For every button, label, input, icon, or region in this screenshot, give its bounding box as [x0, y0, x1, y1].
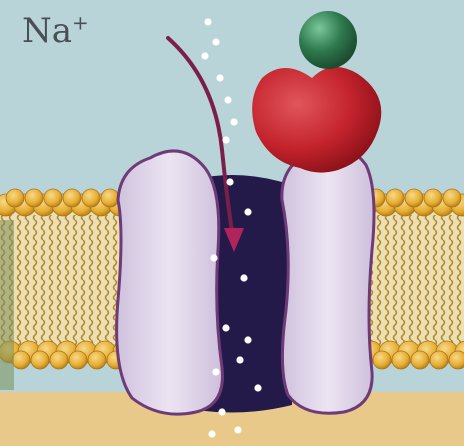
lipid-head-upper [6, 189, 24, 207]
lipid-head-upper [424, 189, 442, 207]
lipid-head-upper [82, 189, 100, 207]
lipid-head-lower [50, 351, 68, 369]
sodium-ion [201, 52, 208, 59]
ion-label: Na+ [22, 14, 89, 48]
lipid-head-lower [69, 351, 87, 369]
lipid-head-lower [31, 351, 49, 369]
sodium-ion [254, 384, 261, 391]
sodium-ion [208, 430, 215, 437]
sodium-ion [240, 274, 247, 281]
lipid-head-lower [411, 351, 429, 369]
ion-symbol: Na [22, 11, 72, 51]
lipid-head-upper [443, 189, 461, 207]
lipid-head-upper [63, 189, 81, 207]
sodium-ion [224, 96, 231, 103]
lipid-head-upper [44, 189, 62, 207]
ion-charge: + [72, 11, 89, 35]
sodium-ion [226, 178, 233, 185]
lipid-head-upper [25, 189, 43, 207]
sodium-ion [234, 426, 241, 433]
sodium-ion [222, 324, 229, 331]
sodium-ion [244, 208, 251, 215]
sodium-ion [210, 254, 217, 261]
channel-subunit-left [117, 151, 223, 414]
sodium-ion [244, 336, 251, 343]
sodium-ion [212, 368, 219, 375]
lipid-head-lower [12, 351, 30, 369]
lipid-head-upper [101, 189, 119, 207]
lipid-head-upper [405, 189, 423, 207]
sodium-ion [218, 408, 225, 415]
sodium-ion [230, 118, 237, 125]
sodium-ion [222, 136, 229, 143]
sodium-ion [204, 18, 211, 25]
lipid-head-lower [449, 351, 464, 369]
lipid-head-lower [373, 351, 391, 369]
lipid-head-lower [88, 351, 106, 369]
sodium-ion [212, 38, 219, 45]
sodium-ion [216, 74, 223, 81]
membrane-edge-shade [0, 220, 14, 390]
lipid-head-lower [430, 351, 448, 369]
blocker-green-sphere [299, 11, 357, 69]
lipid-head-lower [392, 351, 410, 369]
channel-subunit-right [282, 146, 374, 413]
sodium-ion [236, 356, 243, 363]
lipid-head-upper [386, 189, 404, 207]
